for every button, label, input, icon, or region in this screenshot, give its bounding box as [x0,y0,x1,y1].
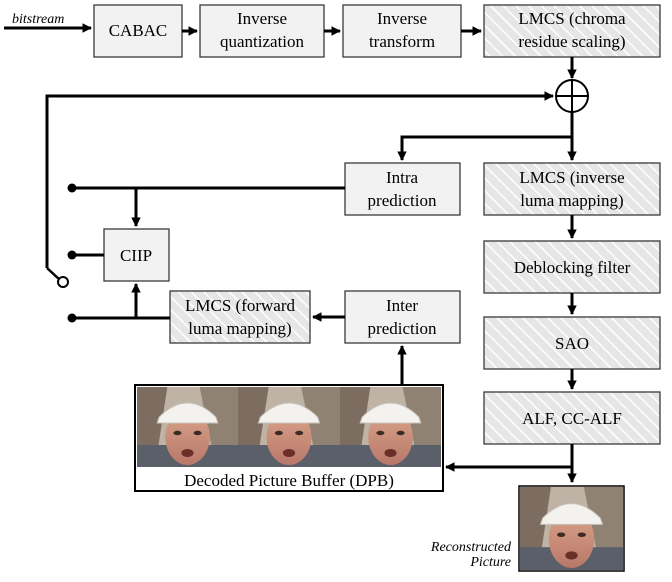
lmcs-forward-block: LMCS (forward luma mapping) [169,290,311,344]
ciip-block: CIIP [103,228,170,282]
lmcs-inverse-label-2: luma mapping) [520,191,623,210]
lmcs-forward-label-2: luma mapping) [188,319,291,338]
inter-prediction-label-2: prediction [368,319,437,338]
lmcs-inverse-label-1: LMCS (inverse [519,168,624,187]
dpb-frame-2 [238,387,340,467]
inverse-quantization-block: Inverse quantization [199,4,325,58]
dpb-frame-1 [137,387,238,467]
dpb-label: Decoded Picture Buffer (DPB) [184,471,394,490]
inverse-transform-block: Inverse transform [342,4,462,58]
inter-prediction-block: Inter prediction [344,290,461,344]
sao-block: SAO [483,316,661,370]
sum-to-intra-wire [397,135,572,161]
decoded-picture-buffer: Decoded Picture Buffer (DPB) [134,384,444,492]
sum-node [555,79,589,113]
lmcs-chroma-label-2: residue scaling) [518,32,625,51]
lmcs-forward-label-1: LMCS (forward [185,296,296,315]
reconstructed-frame [520,487,623,570]
intra-prediction-label-1: Intra [386,168,419,187]
lmcs-chroma-label-1: LMCS (chroma [518,9,626,28]
deblocking-label: Deblocking filter [514,258,631,277]
prediction-switch-pivot [57,276,69,288]
intra-prediction-label-2: prediction [368,191,437,210]
alf-label: ALF, CC-ALF [522,409,622,428]
dpb-frame-3 [340,387,441,467]
lmcs-inverse-block: LMCS (inverse luma mapping) [483,162,661,216]
cabac-label: CABAC [109,21,168,40]
lmcs-chroma-block: LMCS (chroma residue scaling) [483,4,661,58]
inter-prediction-label-1: Inter [386,296,418,315]
prediction-switch-arm [46,267,61,281]
reconstructed-picture-label-1: Reconstructed [430,540,512,555]
intra-switch-terminal [67,183,77,193]
inter-switch-terminal [67,313,77,323]
inverse-quantization-label-2: quantization [220,32,305,51]
inverse-transform-label-1: Inverse [377,9,427,28]
reconstructed-picture-label-2: Picture [469,555,511,570]
sao-label: SAO [555,334,589,353]
cabac-block: CABAC [93,4,183,58]
alf-block: ALF, CC-ALF [483,391,661,445]
deblocking-block: Deblocking filter [483,240,661,294]
ciip-switch-terminal [67,250,77,260]
intra-prediction-block: Intra prediction [344,162,461,216]
ciip-label: CIIP [120,246,152,265]
bitstream-label: bitstream [12,12,64,27]
reconstructed-picture [518,485,625,572]
inverse-quantization-label-1: Inverse [237,9,287,28]
prediction-to-sum-wire [45,91,554,268]
inverse-transform-label-2: transform [369,32,435,51]
